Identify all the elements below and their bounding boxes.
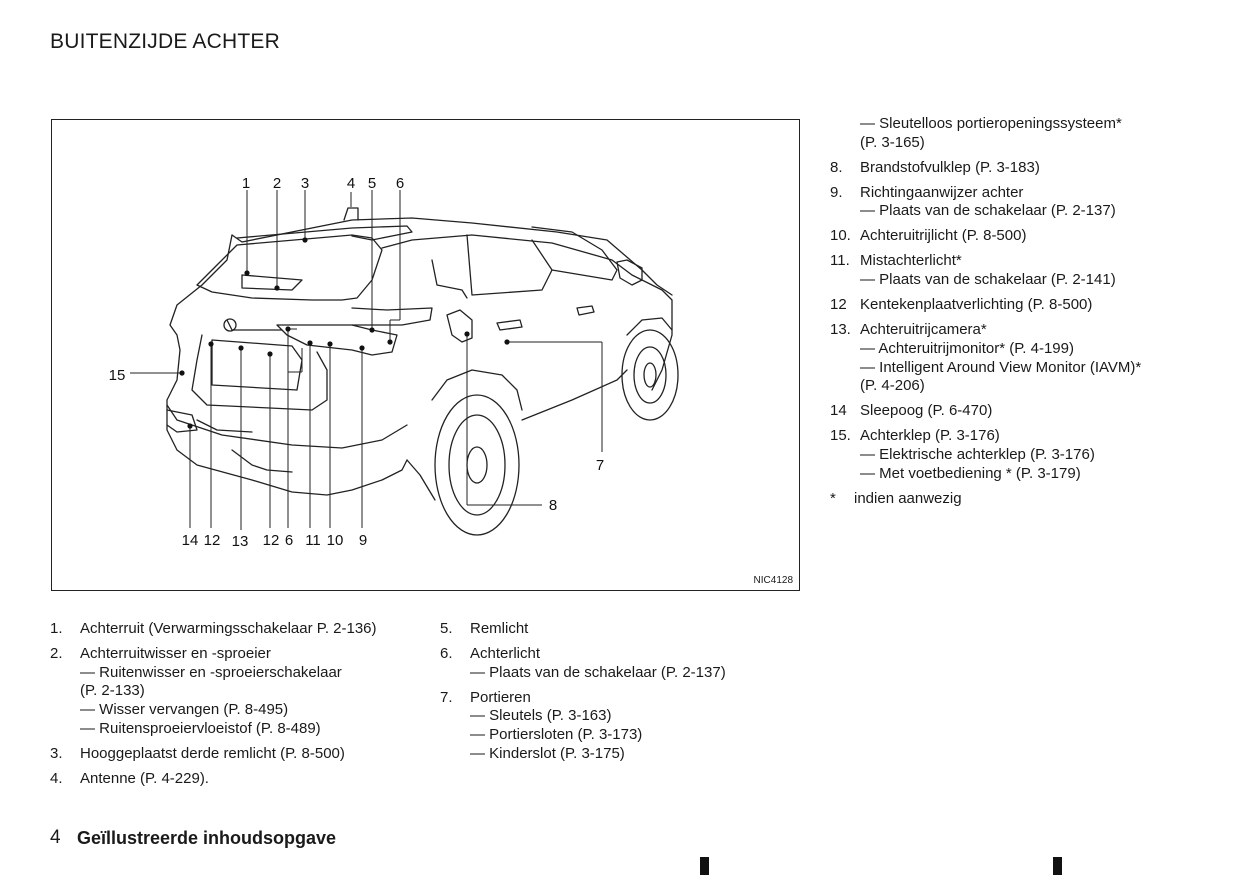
item-line: — Achteruitrijmonitor* (P. 4-199) (860, 339, 1074, 357)
item-number: 12 (830, 296, 847, 314)
callout-14: 14 (182, 532, 199, 549)
item-line: (P. 4-206) (860, 377, 925, 395)
list-item: 1. Achterruit (Verwarmingsschakelaar P. … (50, 620, 430, 639)
item-number: 6. (440, 645, 453, 662)
callout-15: 15 (109, 367, 126, 384)
list-item: 4. Antenne (P. 4-229). (50, 770, 430, 789)
list-item: 12 Kentekenplaatverlichting (P. 8-500) (830, 296, 1190, 315)
item-line: — Met voetbediening * (P. 3-179) (860, 464, 1081, 482)
callout-5: 5 (368, 175, 376, 192)
item-line: — Plaats van de schakelaar (P. 2-137) (860, 202, 1116, 220)
list-item: — Sleutelloos portieropeningssysteem* (P… (830, 115, 1190, 152)
callout-9: 9 (359, 532, 367, 549)
item-line: — Plaats van de schakelaar (P. 2-137) (470, 663, 726, 681)
callout-3: 3 (301, 175, 309, 192)
item-line: Antenne (P. 4-229). (80, 769, 209, 787)
item-number: 3. (50, 744, 63, 762)
item-number: 2. (50, 645, 63, 662)
item-number: 10. (830, 227, 851, 245)
thumb-tab-marker (700, 857, 709, 875)
callout-12a: 12 (204, 532, 221, 549)
list-item: 10. Achteruitrijlicht (P. 8-500) (830, 227, 1190, 246)
item-line: Achterruitwisser en -sproeier (80, 645, 271, 662)
item-line: — Portiersloten (P. 3-173) (470, 726, 643, 744)
item-line: — Sleutelloos portieropeningssysteem* (860, 115, 1122, 132)
list-item: 14 Sleepoog (P. 6-470) (830, 402, 1190, 421)
list-item: 9. Richtingaanwijzer achter — Plaats van… (830, 184, 1190, 221)
item-line: — Kinderslot (P. 3-175) (470, 744, 625, 762)
item-number: 11. (830, 252, 850, 270)
callout-2: 2 (273, 175, 281, 192)
item-line: Brandstofvulklep (P. 3-183) (860, 158, 1040, 176)
item-number: 13. (830, 321, 851, 339)
callout-13: 13 (232, 533, 249, 550)
item-line: — Intelligent Around View Monitor (IAVM)… (860, 358, 1142, 376)
thumb-tab-marker (1053, 857, 1062, 875)
item-line: — Elektrische achterklep (P. 3-176) (860, 445, 1095, 463)
callout-12b: 12 (263, 532, 280, 549)
item-line: Achterklep (P. 3-176) (860, 427, 1000, 445)
page-number: 4 (50, 827, 61, 848)
item-line: — Ruitenwisser en -sproeierschakelaar (80, 663, 342, 681)
vehicle-rear-illustration: 1 2 3 4 5 6 7 8 15 14 12 13 12 6 11 10 9… (51, 119, 800, 591)
item-number: 9. (830, 183, 843, 201)
list-item: 3. Hooggeplaatst derde remlicht (P. 8-50… (50, 745, 430, 764)
item-number: 5. (440, 620, 453, 637)
legend-list-left: 1. Achterruit (Verwarmingsschakelaar P. … (50, 620, 430, 795)
list-item: 13. Achteruitrijcamera* — Achteruitrijmo… (830, 321, 1190, 396)
list-item: 6. Achterlicht — Plaats van de schakelaa… (440, 645, 780, 682)
list-item: 15. Achterklep (P. 3-176) — Elektrische … (830, 427, 1190, 483)
callout-10: 10 (327, 532, 344, 549)
item-number: 1. (50, 620, 63, 637)
item-line: Richtingaanwijzer achter (860, 183, 1024, 201)
item-line: Achterruit (Verwarmingsschakelaar P. 2-1… (80, 620, 377, 637)
list-item: 5. Remlicht (440, 620, 780, 639)
section-title: Geïllustreerde inhoudsopgave (77, 828, 337, 848)
callout-1: 1 (242, 175, 250, 192)
item-line: Hooggeplaatst derde remlicht (P. 8-500) (80, 744, 345, 762)
item-number: 15. (830, 427, 851, 445)
callout-6b: 6 (285, 532, 293, 549)
item-number: 4. (50, 769, 63, 787)
footnote-marker: * (830, 489, 836, 507)
item-line: indien aanwezig (854, 489, 962, 507)
list-item: 2. Achterruitwisser en -sproeier — Ruite… (50, 645, 430, 739)
page-title: BUITENZIJDE ACHTER (50, 30, 280, 53)
item-line: Sleepoog (P. 6-470) (860, 402, 993, 420)
list-item: 7. Portieren — Sleutels (P. 3-163) — Por… (440, 689, 780, 764)
callout-4: 4 (347, 175, 355, 192)
callout-6: 6 (396, 175, 404, 192)
callout-7: 7 (596, 457, 604, 474)
callout-8: 8 (549, 497, 557, 514)
list-item: * indien aanwezig (830, 490, 1190, 509)
item-number: 14 (830, 402, 847, 420)
list-item: 11. Mistachterlicht* — Plaats van de sch… (830, 252, 1190, 289)
item-number: 8. (830, 158, 843, 176)
figure-code: NIC4128 (753, 575, 793, 586)
item-line: (P. 3-165) (860, 133, 925, 151)
item-line: Kentekenplaatverlichting (P. 8-500) (860, 296, 1093, 314)
item-line: — Plaats van de schakelaar (P. 2-141) (860, 271, 1116, 289)
item-line: (P. 2-133) (80, 682, 145, 700)
item-line: Achteruitrijlicht (P. 8-500) (860, 227, 1027, 245)
item-line: — Ruitensproeiervloeistof (P. 8-489) (80, 719, 321, 737)
callout-11: 11 (305, 532, 321, 549)
item-line: Portieren (470, 688, 531, 706)
legend-list-right: — Sleutelloos portieropeningssysteem* (P… (830, 115, 1190, 515)
item-line: — Wisser vervangen (P. 8-495) (80, 701, 289, 719)
item-line: Remlicht (470, 620, 529, 637)
legend-list-middle: 5. Remlicht 6. Achterlicht — Plaats van … (440, 620, 780, 770)
item-line: — Sleutels (P. 3-163) (470, 707, 612, 725)
item-line: Achteruitrijcamera* (860, 321, 987, 339)
list-item: 8. Brandstofvulklep (P. 3-183) (830, 159, 1190, 178)
item-number: 7. (440, 688, 453, 706)
item-line: Mistachterlicht* (860, 252, 962, 270)
item-line: Achterlicht (470, 645, 541, 662)
car-drawing: 1 2 3 4 5 6 7 8 15 14 12 13 12 6 11 10 9 (109, 175, 679, 550)
